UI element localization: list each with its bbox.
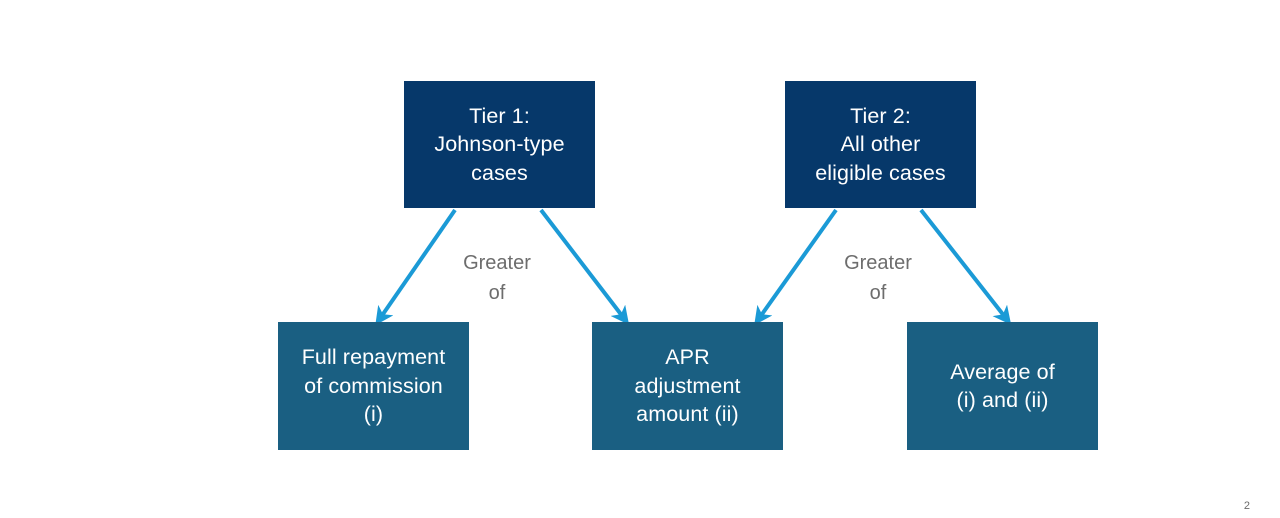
connector-label-greater-of-tier-1: Greater of [463, 252, 531, 304]
node-outcome-full-repayment[interactable]: Full repayment of commission (i) [278, 322, 469, 450]
node-tier-1[interactable]: Tier 1: Johnson-type cases [404, 81, 595, 208]
arrow-tier2-to-outcome-ii [754, 208, 838, 326]
node-tier-2-label: Tier 2: All other eligible cases [815, 103, 946, 185]
node-tier-2[interactable]: Tier 2: All other eligible cases [785, 81, 976, 208]
arrow-tier1-to-outcome-i [375, 208, 457, 326]
node-outcome-average[interactable]: Average of (i) and (ii) [907, 322, 1098, 450]
page-number: 2 [1243, 500, 1250, 512]
node-outcome-apr-adjustment-label: APR adjustment amount (ii) [634, 345, 741, 427]
connector-label-greater-of-tier-2: Greater of [844, 252, 912, 304]
arrow-tier1-to-outcome-ii [539, 208, 630, 325]
node-outcome-full-repayment-label: Full repayment of commission (i) [301, 345, 446, 427]
node-tier-1-label: Tier 1: Johnson-type cases [434, 103, 565, 185]
node-outcome-average-label: Average of (i) and (ii) [950, 359, 1055, 412]
node-outcome-apr-adjustment[interactable]: APR adjustment amount (ii) [592, 322, 783, 450]
arrow-tier2-to-outcome-avg [919, 208, 1012, 325]
